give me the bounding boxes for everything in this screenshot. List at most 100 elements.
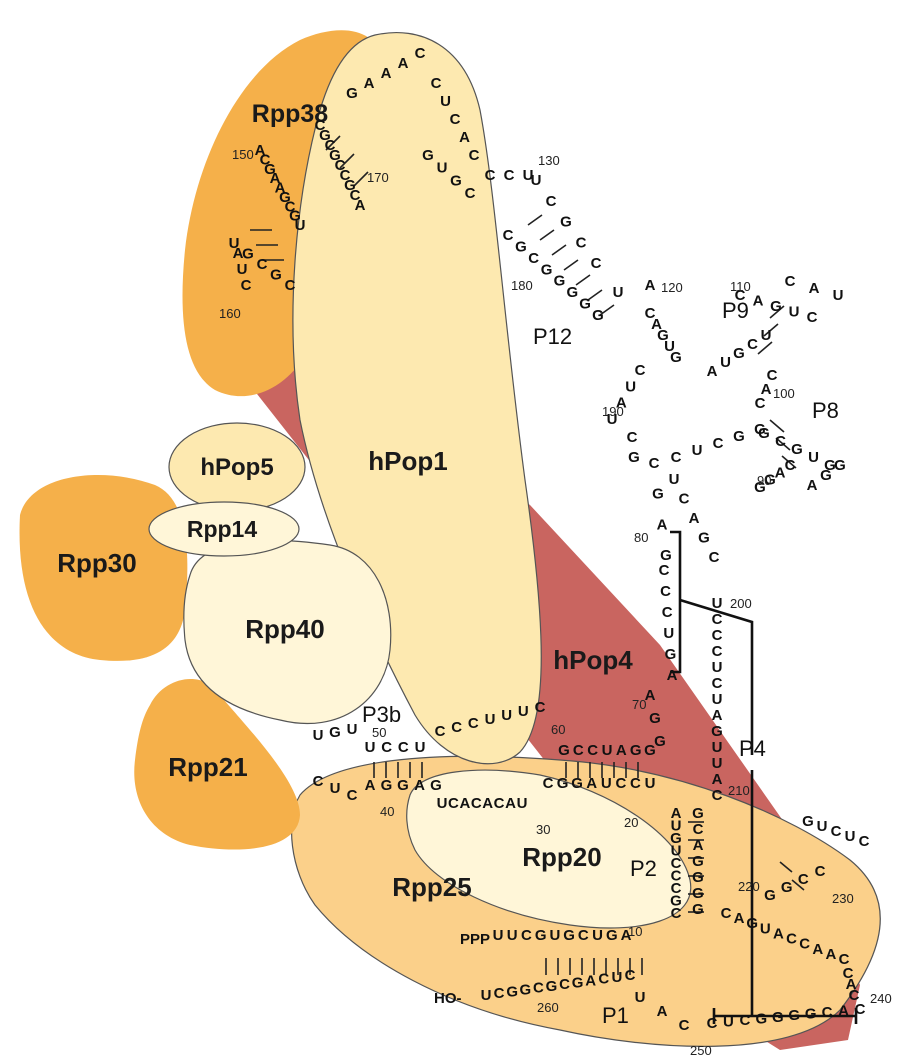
nucleotide: U	[437, 160, 448, 177]
label-rpp14: Rpp14	[187, 516, 258, 542]
nucleotide: U	[229, 235, 240, 252]
nucleotide: G	[535, 927, 547, 944]
nucleotide: C	[693, 821, 704, 838]
nucleotide: G	[592, 307, 604, 324]
nucleotide: G	[566, 284, 578, 301]
nucleotide: C	[471, 795, 482, 812]
nucleotide: U	[549, 927, 560, 944]
nucleotide: G	[554, 273, 566, 290]
label-rpp30: Rpp30	[57, 548, 136, 578]
helix-p1: P1	[602, 1003, 629, 1028]
nucleotide: A	[667, 667, 678, 684]
pos-40: 40	[380, 804, 394, 819]
nucleotide: G	[422, 147, 434, 164]
nucleotide: C	[285, 277, 296, 294]
nucleotide: C	[712, 675, 723, 692]
nucleotide: U	[663, 625, 674, 642]
nucleotide: U	[507, 927, 518, 944]
nucleotide: A	[712, 771, 723, 788]
nucleotide: C	[504, 167, 515, 184]
nucleotide: G	[770, 298, 782, 315]
nucleotide: C	[799, 936, 810, 953]
nucleotide: C	[671, 905, 682, 922]
nucleotide: G	[733, 345, 745, 362]
nucleotide: G	[733, 428, 745, 445]
nucleotide: U	[712, 691, 723, 708]
nucleotide: G	[791, 441, 803, 458]
nucleotide: U	[645, 775, 656, 792]
nucleotide: G	[506, 983, 518, 1000]
pos-100: 100	[773, 386, 795, 401]
nucleotide: U	[761, 327, 772, 344]
nucleotide: A	[807, 477, 818, 494]
nucleotide: U	[712, 739, 723, 756]
nucleotide: A	[645, 277, 656, 294]
nucleotide: C	[573, 742, 584, 759]
nucleotide: C	[721, 905, 732, 922]
nucleotide: U	[531, 172, 542, 189]
label-hpop4: hPop4	[553, 645, 633, 675]
nucleotide: C	[450, 111, 461, 128]
label-rpp25: Rpp25	[392, 872, 471, 902]
pos-80: 80	[634, 530, 648, 545]
pos-180: 180	[511, 278, 533, 293]
nucleotide: C	[591, 255, 602, 272]
nucleotide: C	[785, 273, 796, 290]
nucleotide: A	[657, 1003, 668, 1020]
pos-200: 200	[730, 596, 752, 611]
nucleotide: G	[692, 885, 704, 902]
nucleotide: C	[659, 562, 670, 579]
nucleotide: A	[365, 777, 376, 794]
nucleotide: A	[812, 941, 823, 958]
nucleotide: G	[242, 246, 254, 263]
pos-90: 90	[757, 473, 771, 488]
nucleotide: C	[627, 429, 638, 446]
nucleotide: G	[558, 742, 570, 759]
nucleotide: U	[760, 920, 771, 937]
nucleotide: G	[644, 742, 656, 759]
nucleotide: C	[785, 457, 796, 474]
helix-p3b: P3b	[362, 702, 401, 727]
nucleotide: A	[381, 65, 392, 82]
nucleotide: C	[712, 787, 723, 804]
nucleotide: G	[834, 457, 846, 474]
nucleotide: C	[576, 234, 587, 251]
nucleotide: C	[398, 739, 409, 756]
nucleotide: G	[628, 449, 640, 466]
nucleotide: G	[802, 813, 814, 830]
nucleotide: G	[698, 530, 710, 547]
pos-130: 130	[538, 153, 560, 168]
nucleotide: G	[571, 775, 583, 792]
nucleotide: C	[503, 227, 514, 244]
nucleotide: U	[237, 261, 248, 278]
nucleotide: G	[346, 85, 358, 102]
nucleotide: U	[712, 659, 723, 676]
nucleotide: G	[270, 267, 282, 284]
nucleotide: C	[559, 976, 570, 993]
nucleotide: C	[587, 742, 598, 759]
nucleotide: U	[295, 217, 306, 234]
nucleotide: G	[630, 742, 642, 759]
nucleotide: G	[788, 1007, 800, 1024]
nucleotide: C	[578, 927, 589, 944]
nucleotide: C	[448, 795, 459, 812]
nucleotide: C	[649, 455, 660, 472]
nucleotide: C	[775, 433, 786, 450]
nucleotide: U	[789, 304, 800, 321]
nucleotide: U	[437, 795, 448, 812]
nucleotide: G	[670, 349, 682, 366]
three-prime-ho: HO-	[434, 990, 462, 1007]
nucleotide: C	[767, 367, 778, 384]
nucleotide: G	[606, 927, 618, 944]
pos-220: 220	[738, 879, 760, 894]
nucleotide: G	[755, 1010, 767, 1027]
nucleotide: U	[517, 795, 528, 812]
nucleotide: A	[753, 293, 764, 310]
nucleotide: G	[381, 777, 393, 794]
nucleotide: A	[398, 55, 409, 72]
nucleotide: A	[838, 1003, 849, 1020]
nucleotide: G	[430, 777, 442, 794]
nucleotide: U	[845, 828, 856, 845]
nucleotide: A	[616, 742, 627, 759]
